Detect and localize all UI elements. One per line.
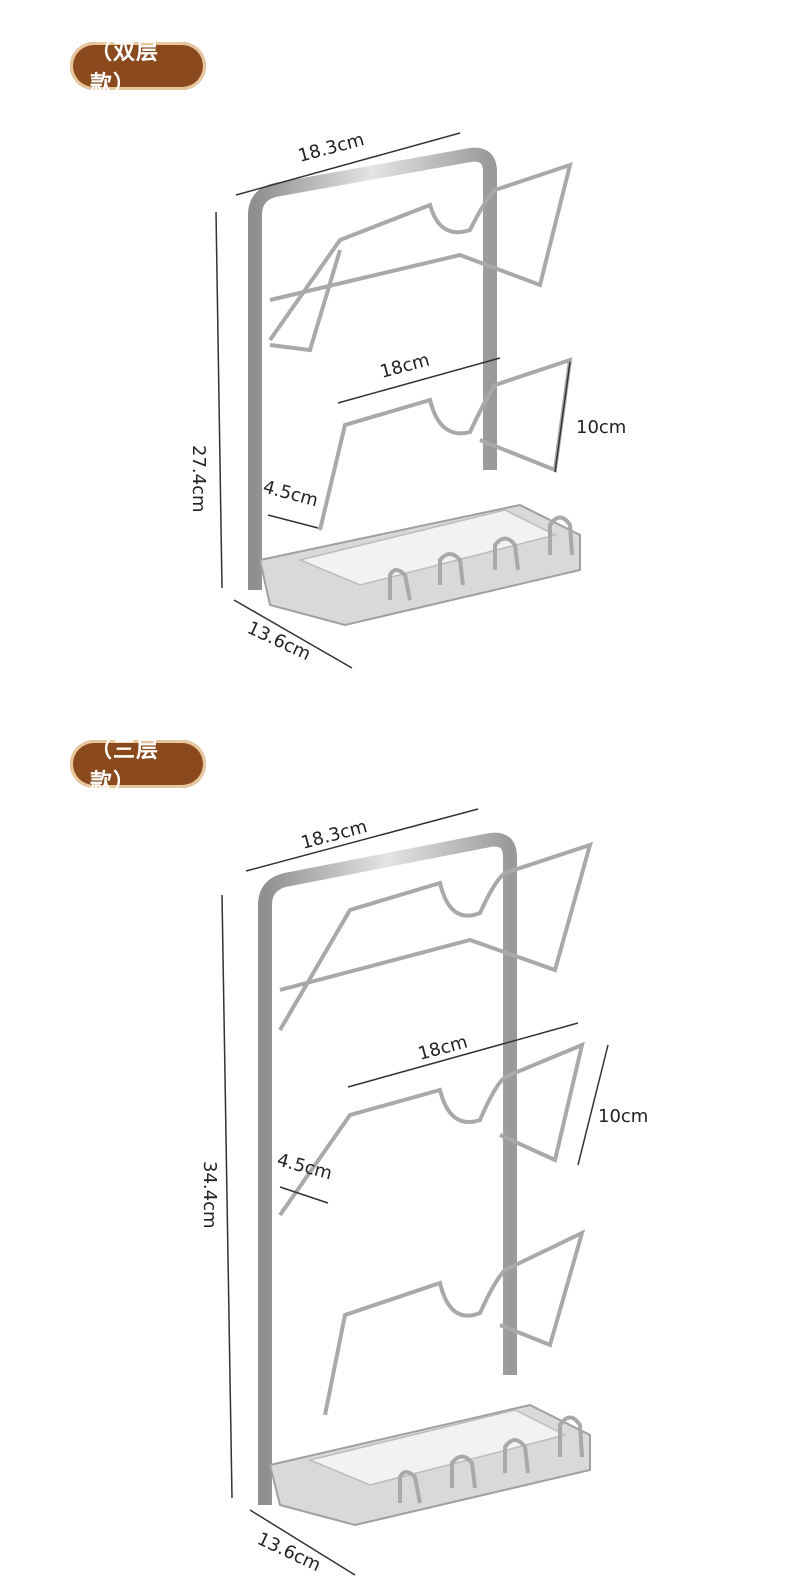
drip-tray — [268, 1403, 591, 1527]
variant-badge-double: （双层款） — [70, 40, 206, 97]
dim-line-width-top — [245, 808, 479, 872]
dim-line-shelf-height — [554, 361, 571, 473]
upper-shelf-wire — [268, 161, 573, 353]
dim-line-depth — [249, 1509, 356, 1576]
middle-shelf-wire — [278, 1041, 585, 1217]
lower-shelf-wire — [323, 1229, 586, 1416]
dim-height: 27.4cm — [188, 445, 209, 513]
dim-line-depth — [233, 599, 353, 669]
dim-shelf-height: 10cm — [576, 417, 626, 438]
variant-badge-triple: （三层款） — [70, 738, 206, 795]
triple-rack-diagram: 18.3cm 34.4cm 18cm 10cm 4.5cm 13.6cm — [199, 808, 648, 1576]
dim-line-shelf-width — [337, 357, 501, 404]
dim-shelf-width: 18cm — [378, 350, 432, 383]
double-rack-diagram: 18.3cm 27.4cm 18cm 10cm 4.5cm 13.6cm — [188, 129, 626, 669]
variant-badge-label: （三层款） — [90, 738, 160, 795]
dim-line-shelf-height — [577, 1044, 609, 1166]
lower-shelf-wire — [318, 357, 573, 531]
dim-shelf-height: 10cm — [598, 1106, 648, 1127]
dim-line-height — [215, 211, 223, 589]
variant-badge-label: （双层款） — [90, 40, 160, 97]
dim-line-gap — [267, 514, 319, 529]
drip-tray — [258, 503, 581, 627]
rack-frame — [248, 147, 497, 590]
dim-line-shelf-width — [347, 1022, 579, 1088]
dim-line-height — [221, 894, 233, 1499]
dim-line-width-top — [235, 132, 461, 196]
upper-shelf-wire — [278, 841, 593, 1032]
rack-frame — [258, 832, 517, 1505]
dim-depth: 13.6cm — [254, 1528, 324, 1576]
dim-gap: 4.5cm — [261, 477, 321, 512]
dim-line-gap — [279, 1186, 329, 1204]
dim-height: 34.4cm — [199, 1161, 220, 1229]
dim-depth: 13.6cm — [244, 617, 314, 665]
